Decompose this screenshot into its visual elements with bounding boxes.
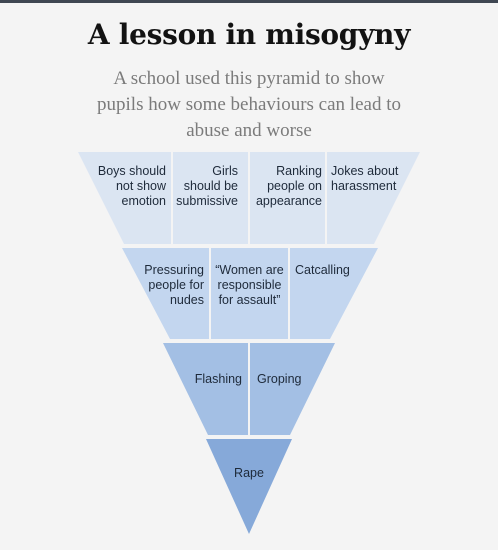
- tier-1-label: Girls should be submissive: [176, 164, 238, 208]
- tier-2-label: Pressuring people for nudes: [144, 263, 204, 307]
- tier-1-label: Ranking people on appearance: [255, 164, 322, 208]
- tier-3-label: Flashing: [194, 372, 242, 386]
- tier-2-band: [122, 248, 378, 339]
- tier-2-label: Catcalling: [295, 263, 350, 277]
- tier-4-band: [206, 439, 292, 534]
- chart-title: A lesson in misogyny: [87, 18, 411, 51]
- tier-4-label: Rape: [234, 466, 264, 480]
- tier-3-label: Groping: [257, 372, 302, 386]
- chart-subtitle: A school used this pyramid to show pupil…: [97, 68, 401, 141]
- top-rule: [0, 0, 498, 3]
- tier-2-label: “Women are responsible for assault”: [215, 263, 284, 307]
- tier-1-label: Boys should not show emotion: [97, 164, 166, 208]
- tier-1-label: Jokes about harassment: [331, 164, 399, 193]
